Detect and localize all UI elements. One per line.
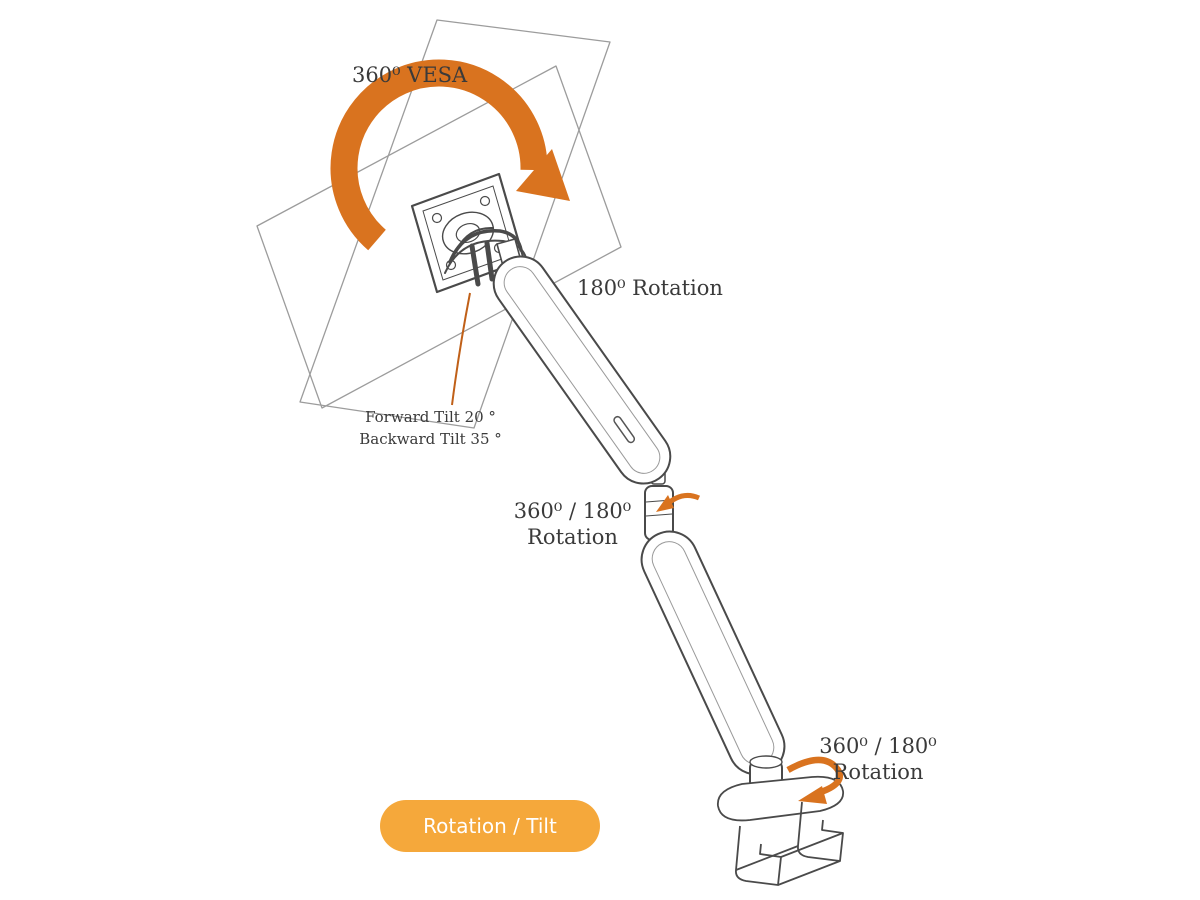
arm-rotation-label: 180⁰ Rotation: [577, 276, 723, 300]
rotation-tilt-badge: Rotation / Tilt: [380, 800, 600, 852]
base-rotation-degrees: 360⁰ / 180⁰: [819, 734, 937, 758]
vesa-rotation-label: 360⁰ VESA: [352, 63, 468, 87]
elbow-rotation-arrow-icon: [656, 493, 701, 512]
tilt-leader-line: [451, 292, 471, 406]
mid-joint-rotation-word: Rotation: [527, 525, 618, 549]
backward-tilt-text: Backward Tilt 35 °: [359, 430, 502, 448]
forward-tilt-text: Forward Tilt 20 °: [365, 408, 496, 426]
vesa-rotation-arrow-icon: [330, 59, 570, 251]
upper-arm: [492, 255, 672, 485]
desk-clamp: [717, 775, 844, 886]
base-rotation-arrow-icon: [786, 756, 843, 804]
monitor-outline-front: [256, 65, 622, 409]
mid-joint-rotation-label: 360⁰ / 180⁰ Rotation: [500, 498, 645, 550]
mid-joint-rotation-degrees: 360⁰ / 180⁰: [513, 499, 632, 523]
lower-arm: [640, 530, 786, 776]
monitor-outline-back: [299, 19, 611, 429]
base-rotation-word: Rotation: [832, 760, 924, 784]
base-rotation-label: 360⁰ / 180⁰ Rotation: [808, 733, 948, 785]
tilt-head-mechanism: [444, 226, 529, 287]
tilt-range-label: Forward Tilt 20 ° Backward Tilt 35 °: [358, 406, 503, 450]
